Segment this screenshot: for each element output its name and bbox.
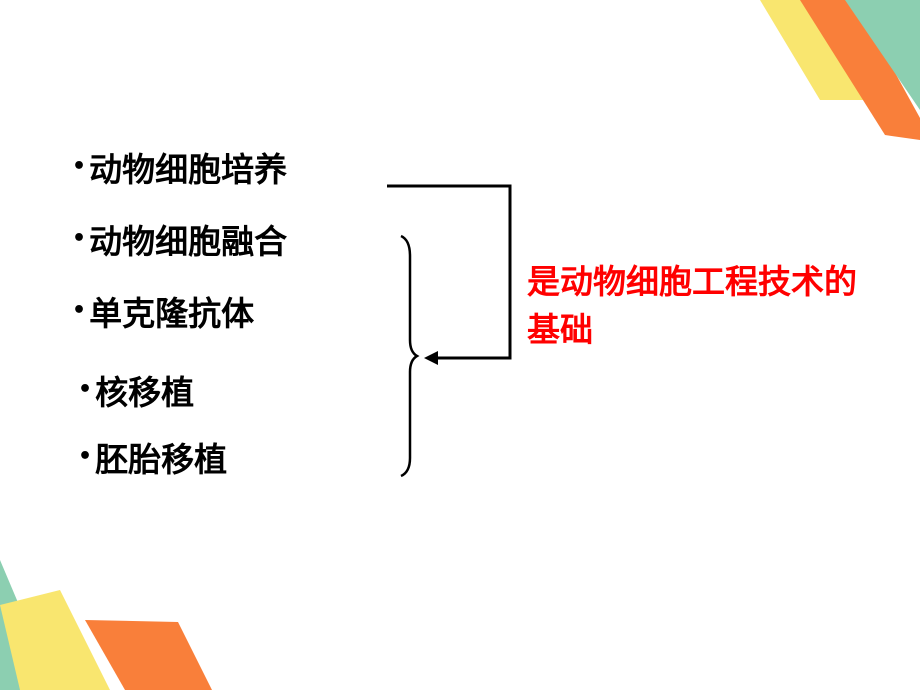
bullet-dot: • (72, 226, 87, 251)
stripe-yellow-bottom (0, 590, 110, 690)
stripe-orange-top (800, 0, 920, 140)
arrow-line (387, 184, 512, 360)
list-item-label: 动物细胞培养 (89, 150, 288, 189)
bullet-dot: • (72, 154, 87, 179)
right-curly-brace (400, 234, 420, 478)
list-item-label: 胚胎移植 (95, 440, 228, 479)
arrow-head (424, 351, 438, 365)
stripe-yellow-top (760, 0, 868, 100)
list-item: •胚胎移植 (78, 443, 227, 476)
list-item-label: 核移植 (95, 373, 195, 412)
stripe-teal-top (845, 0, 920, 110)
list-item: •核移植 (78, 376, 194, 409)
list-item-label: 动物细胞融合 (89, 222, 288, 261)
stripe-orange-bottom (85, 620, 212, 690)
list-item-label: 单克隆抗体 (89, 294, 255, 333)
bullet-dot: • (78, 377, 93, 402)
annotation-text: 是动物细胞工程技术的基础 (527, 262, 857, 349)
list-item: •单克隆抗体 (72, 297, 254, 330)
bullet-dot: • (78, 444, 93, 469)
list-item: •动物细胞培养 (72, 153, 287, 186)
list-item: •动物细胞融合 (72, 225, 287, 258)
bullet-dot: • (72, 298, 87, 323)
